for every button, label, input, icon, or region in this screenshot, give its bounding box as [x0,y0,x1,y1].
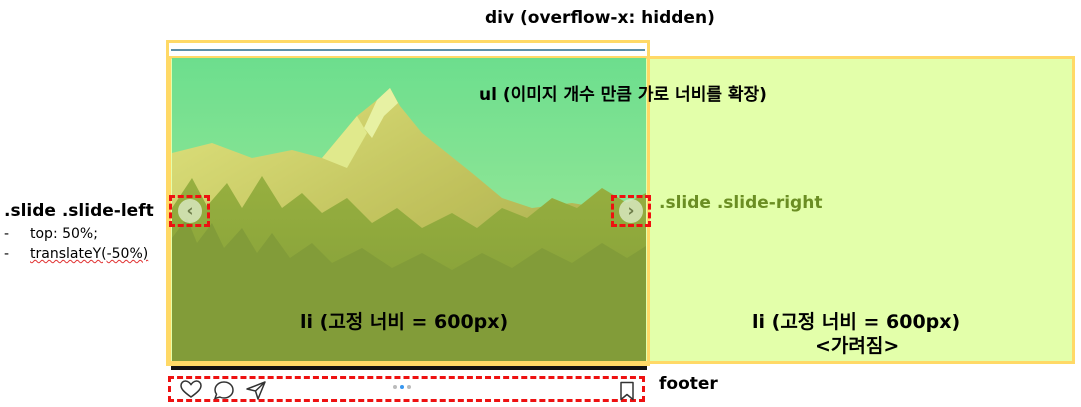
li-visible-label: li (고정 너비 = 600px) [300,311,509,333]
chevron-right-icon: › [627,200,635,221]
slide-left-highlight: ‹ [169,195,210,227]
slide-right-label: .slide .slide-right [659,193,823,213]
slide-left-button[interactable]: ‹ [178,199,202,223]
slide-left-notes: - top: 50%; - translateY(-50%) [4,224,148,264]
slide-image [172,58,646,361]
post-header-line [171,49,645,51]
pagination-dot[interactable] [393,385,397,389]
ul-overlay-tint [172,58,646,361]
li-hidden-note: <가려짐> [815,335,900,357]
chevron-left-icon: ‹ [186,200,194,221]
heart-icon[interactable] [180,380,202,400]
div-overflow-label: div (overflow-x: hidden) [485,8,715,28]
note-item: - translateY(-50%) [4,244,148,264]
note-bullet: - [4,226,10,242]
note-text: top: 50%; [30,226,98,242]
pagination-dot[interactable] [407,385,411,389]
pagination-dot-active[interactable] [400,385,404,389]
note-item: - top: 50%; [4,224,148,244]
bookmark-icon[interactable] [619,381,635,401]
pagination-dots [393,385,411,389]
li-hidden-label: li (고정 너비 = 600px) [752,311,961,333]
image-bottom-bar [171,364,647,370]
ul-label: ul (이미지 개수 만큼 가로 너비를 확장) [479,85,767,105]
comment-icon[interactable] [213,380,235,400]
send-icon[interactable] [245,380,267,400]
slide-right-highlight: › [611,195,651,227]
footer [168,376,645,402]
note-bullet: - [4,246,10,262]
note-text: translateY(-50%) [30,246,149,262]
footer-label: footer [659,374,718,394]
slide-left-label: .slide .slide-left [4,201,154,221]
mountain-photo [172,58,646,361]
slide-right-button[interactable]: › [619,199,643,223]
